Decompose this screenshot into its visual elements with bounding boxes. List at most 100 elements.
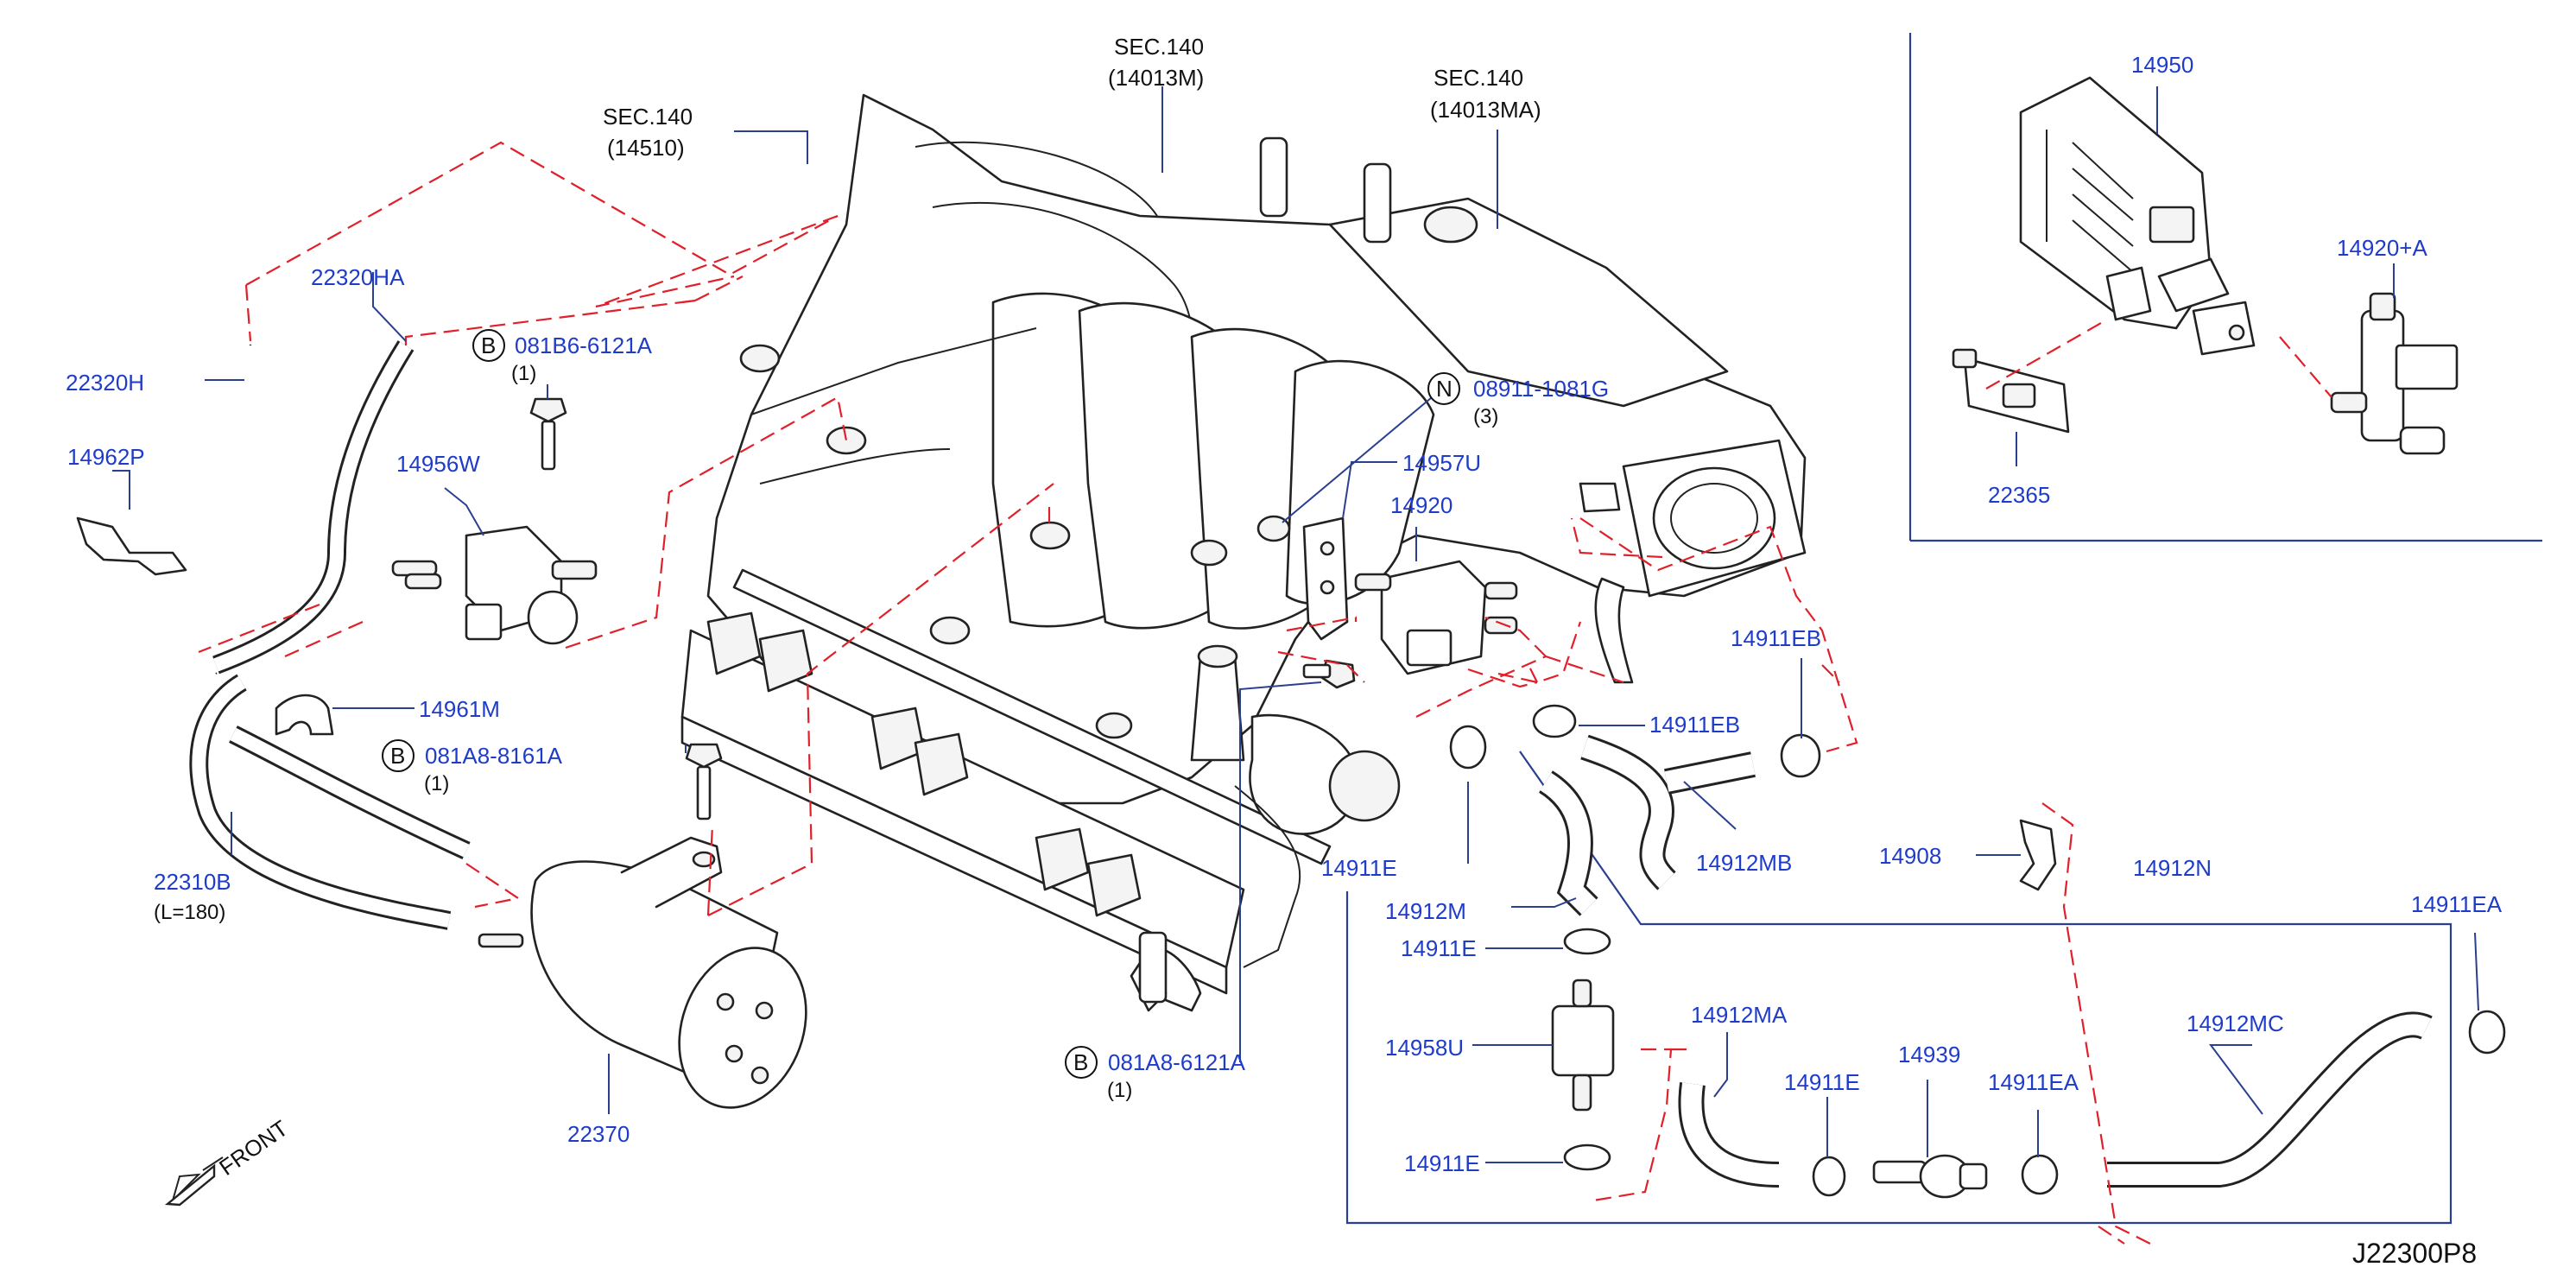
bolt-qty: (1) bbox=[424, 772, 449, 795]
label-14912mb[interactable]: 14912MB bbox=[1696, 850, 1792, 876]
clamp-14911ea-left bbox=[2021, 1154, 2059, 1195]
fuel-injectors bbox=[706, 611, 1142, 917]
bolt-symbol-b bbox=[1065, 1046, 1098, 1079]
hose-22320h bbox=[74, 344, 259, 751]
canister-detail-frame bbox=[1908, 33, 2542, 542]
bolt-qty: (1) bbox=[511, 362, 536, 385]
nut-symbol-n bbox=[1427, 372, 1460, 405]
leader-lines bbox=[112, 86, 2479, 1163]
label-22370[interactable]: 22370 bbox=[567, 1121, 630, 1147]
front-arrow-shaft bbox=[202, 1156, 224, 1171]
nut-label-08911[interactable]: N 08911-1081G (3) bbox=[1427, 372, 1609, 428]
bracket-14957u bbox=[1256, 515, 1349, 641]
label-14912n[interactable]: 14912N bbox=[2133, 855, 2212, 881]
section-ref-14013m[interactable]: SEC.140 (14013M) bbox=[1108, 34, 1204, 91]
evap-canister bbox=[2019, 76, 2256, 356]
fuel-filter-14958u bbox=[1551, 979, 1615, 1112]
hose-22310b bbox=[189, 674, 471, 930]
label-14958u[interactable]: 14958U bbox=[1385, 1035, 1464, 1061]
sec-14510-line1: SEC.140 bbox=[603, 104, 693, 130]
bolt-symbol-b bbox=[382, 739, 415, 772]
bolt-prefix: B bbox=[390, 743, 405, 769]
label-14912ma[interactable]: 14912MA bbox=[1691, 1002, 1788, 1028]
label-14950[interactable]: 14950 bbox=[2131, 52, 2193, 78]
hose-14912m bbox=[1538, 770, 1598, 916]
nut-part-number: 08911-1081G bbox=[1473, 376, 1609, 402]
bolt-prefix: B bbox=[481, 333, 496, 358]
clip-14908 bbox=[2019, 819, 2057, 891]
clip-14961m bbox=[275, 694, 334, 736]
hose-kit-frame bbox=[1345, 751, 2453, 1225]
bolt-symbol-b bbox=[472, 329, 505, 362]
hose-clip-14962p bbox=[76, 516, 187, 576]
label-14911e-b[interactable]: 14911E bbox=[1401, 935, 1477, 961]
label-14911e-d[interactable]: 14911E bbox=[1784, 1069, 1860, 1095]
hose-14912mc bbox=[2107, 1011, 2433, 1188]
label-22310b[interactable]: 22310B bbox=[154, 869, 231, 895]
vacuum-tank-22370 bbox=[478, 836, 807, 1109]
hose-22320ha bbox=[212, 340, 415, 675]
label-22365[interactable]: 22365 bbox=[1988, 482, 2050, 508]
bolt-prefix: B bbox=[1073, 1049, 1088, 1075]
label-14911ea-a[interactable]: 14911EA bbox=[1988, 1069, 2079, 1095]
front-arrow-icon bbox=[170, 1173, 201, 1204]
sec-14510-line2: (14510) bbox=[607, 135, 685, 161]
bolt-part-number: 081A8-8161A bbox=[425, 743, 563, 769]
label-14962p[interactable]: 14962P bbox=[67, 444, 145, 470]
part-labels: 14950 14920+A 22365 22320HA 22320H 14962… bbox=[66, 52, 2503, 1176]
label-14961m[interactable]: 14961M bbox=[419, 696, 500, 722]
label-14957u[interactable]: 14957U bbox=[1402, 450, 1481, 476]
label-22320ha[interactable]: 22320HA bbox=[311, 264, 405, 290]
sec-14013m-line2: (14013M) bbox=[1108, 65, 1204, 91]
nut-prefix: N bbox=[1436, 376, 1453, 402]
hose-14912mb bbox=[1580, 734, 1756, 890]
bolt-label-081b6[interactable]: B 081B6-6121A (1) bbox=[472, 329, 653, 385]
sec-14013m-line1: SEC.140 bbox=[1114, 34, 1204, 60]
bolt-qty: (1) bbox=[1107, 1079, 1132, 1102]
clamp-14911ea-right bbox=[2468, 1010, 2506, 1055]
label-14912m[interactable]: 14912M bbox=[1385, 898, 1466, 924]
label-14920[interactable]: 14920 bbox=[1390, 492, 1453, 518]
clamp-14911e-bottom bbox=[1563, 1143, 1611, 1171]
front-label: FRONT bbox=[214, 1115, 293, 1181]
bolt-081b6 bbox=[529, 397, 567, 471]
bolt-label-081a8-6121[interactable]: B 081A8-6121A (1) bbox=[1065, 1046, 1246, 1102]
diagram-code: J22300P8 bbox=[2352, 1238, 2477, 1269]
label-14911eb-b[interactable]: 14911EB bbox=[1649, 712, 1740, 738]
fuel-rail-assembly bbox=[680, 568, 1401, 1012]
hose-14912ma bbox=[1678, 1082, 1780, 1188]
intake-manifold bbox=[706, 93, 1807, 805]
label-14912mc[interactable]: 14912MC bbox=[2187, 1010, 2284, 1036]
label-22320h[interactable]: 22320H bbox=[66, 370, 144, 396]
front-arrow-head bbox=[164, 1163, 216, 1207]
pressure-sensor-22365 bbox=[1952, 348, 2070, 434]
vent-solenoid-14920a bbox=[2330, 292, 2459, 455]
sec-14013ma-line2: (14013MA) bbox=[1430, 97, 1541, 123]
section-ref-14510[interactable]: SEC.140 (14510) bbox=[603, 104, 693, 161]
label-14911e-c[interactable]: 14911E bbox=[1404, 1150, 1480, 1176]
label-14920a[interactable]: 14920+A bbox=[2337, 235, 2427, 261]
bolt-label-081a8-8161[interactable]: B 081A8-8161A (1) bbox=[382, 739, 563, 795]
label-14911e-a[interactable]: 14911E bbox=[1321, 855, 1397, 881]
section-ref-14013ma[interactable]: SEC.140 (14013MA) bbox=[1430, 65, 1541, 123]
clamp-14911e-small bbox=[1812, 1156, 1846, 1197]
solenoid-valve-14920 bbox=[1354, 560, 1518, 675]
nut-qty: (3) bbox=[1473, 405, 1498, 428]
label-14911eb-a[interactable]: 14911EB bbox=[1731, 625, 1821, 651]
bolt-081a8-6121 bbox=[1302, 659, 1356, 689]
clamps-14911eb bbox=[1449, 704, 1821, 778]
bolt-part-number: 081A8-6121A bbox=[1108, 1049, 1246, 1075]
bolt-part-number: 081B6-6121A bbox=[515, 333, 653, 358]
routing-lines bbox=[198, 141, 2332, 1245]
label-14908[interactable]: 14908 bbox=[1879, 843, 1941, 869]
purge-solenoid-14956w bbox=[391, 525, 598, 645]
hose-length-note: (L=180) bbox=[154, 901, 225, 924]
sec-14013ma-line1: SEC.140 bbox=[1434, 65, 1523, 91]
label-14911ea-b[interactable]: 14911EA bbox=[2411, 891, 2503, 917]
bolt-081a8-8161 bbox=[685, 743, 723, 820]
front-direction-indicator: FRONT bbox=[164, 1115, 293, 1207]
label-14939[interactable]: 14939 bbox=[1898, 1042, 1960, 1067]
check-valve-14939 bbox=[1872, 1154, 1988, 1199]
label-14956w[interactable]: 14956W bbox=[396, 451, 480, 477]
